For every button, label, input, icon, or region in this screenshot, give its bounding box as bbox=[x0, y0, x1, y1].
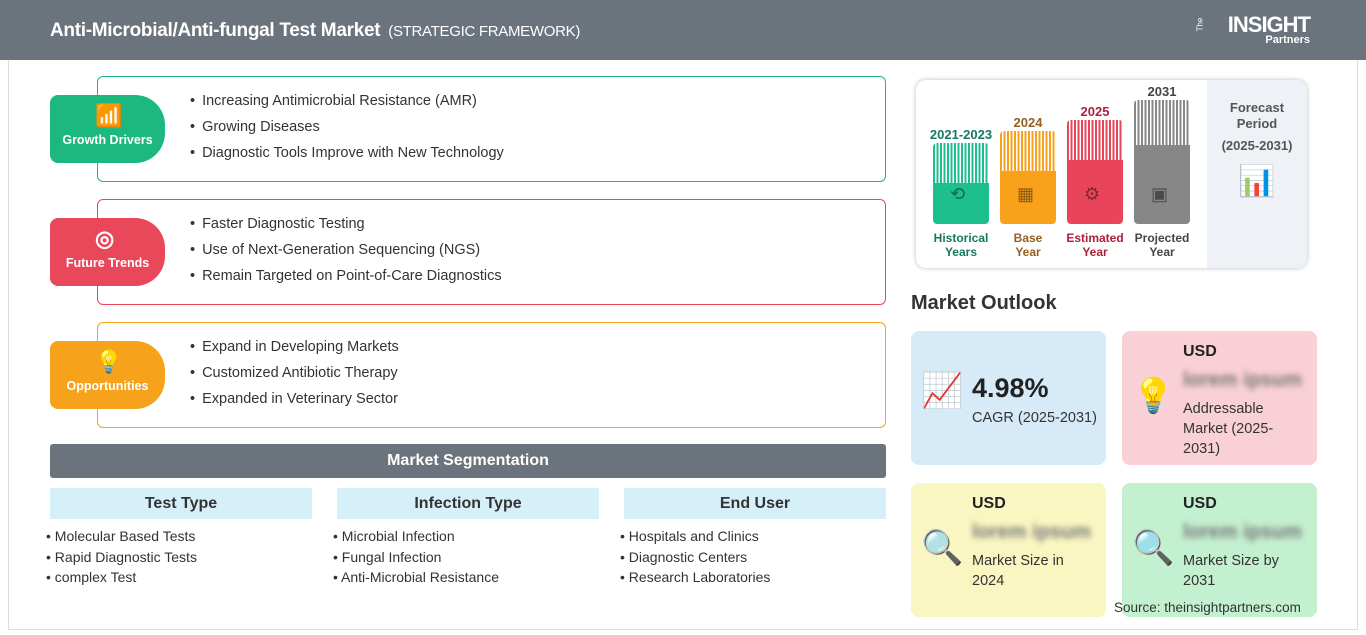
label-line: Estimated bbox=[1066, 231, 1124, 245]
segment-header: Test Type bbox=[50, 488, 312, 519]
value-blurred: lorem ipsum bbox=[972, 521, 1091, 543]
segment-item: Anti-Microbial Resistance bbox=[333, 567, 499, 588]
section-item: Expanded in Veterinary Sector bbox=[190, 391, 885, 407]
card-label: Market Size in 2024 bbox=[972, 553, 1064, 589]
magnifier-chart-icon: 🔍 bbox=[1132, 529, 1175, 567]
cagr-value: 4.98% bbox=[972, 373, 1049, 403]
growth-chart-icon: 📈 bbox=[921, 372, 964, 410]
page-title: Anti-Microbial/Anti-fungal Test Market (S… bbox=[50, 20, 580, 42]
label-line: Projected bbox=[1134, 231, 1190, 245]
section-item: Customized Antibiotic Therapy bbox=[190, 365, 885, 381]
segment-item: Hospitals and Clinics bbox=[620, 526, 770, 547]
target-icon: ◎ bbox=[95, 226, 115, 251]
timeline-year: 2024 bbox=[1013, 115, 1043, 130]
section-item: Use of Next-Generation Sequencing (NGS) bbox=[190, 242, 885, 258]
section-item: Faster Diagnostic Testing bbox=[190, 216, 885, 232]
segment-item: complex Test bbox=[46, 567, 197, 588]
section-item: Increasing Antimicrobial Resistance (AMR… bbox=[190, 93, 885, 109]
label-line: Year bbox=[1082, 245, 1108, 259]
analytics-icon: ⚙ bbox=[1084, 184, 1101, 204]
section-item: Growing Diseases bbox=[190, 119, 885, 135]
timeline-year: 2025 bbox=[1080, 104, 1110, 119]
title-text: Anti-Microbial/Anti-fungal Test Market bbox=[50, 20, 381, 41]
content-frame bbox=[8, 60, 1358, 630]
market-outlook-title: Market Outlook bbox=[911, 292, 1057, 314]
cagr-label: CAGR (2025-2031) bbox=[972, 410, 1097, 426]
forecast-label-2: Period bbox=[1236, 116, 1278, 131]
section-badge: 📶 Growth Drivers bbox=[50, 95, 165, 163]
calendar-icon: ▦ bbox=[1017, 184, 1035, 204]
timeline-bar: ▣ bbox=[1134, 100, 1190, 224]
forecast-range: (2025-2031) bbox=[1221, 138, 1293, 153]
timeline-bar: ⚙ bbox=[1067, 120, 1123, 224]
section-item: Diagnostic Tools Improve with New Techno… bbox=[190, 145, 885, 161]
segment-list: Molecular Based TestsRapid Diagnostic Te… bbox=[46, 526, 197, 588]
segment-item: Microbial Infection bbox=[333, 526, 499, 547]
section-box: Faster Diagnostic TestingUse of Next-Gen… bbox=[97, 199, 886, 305]
segment-list: Hospitals and ClinicsDiagnostic CentersR… bbox=[620, 526, 771, 588]
card-label: Market Size by 2031 bbox=[1183, 553, 1279, 589]
timeline-bar: ▦ bbox=[1000, 131, 1056, 224]
source-text[interactable]: Source: theinsightpartners.com bbox=[1114, 600, 1301, 615]
section-badge: 💡 Opportunities bbox=[50, 341, 165, 409]
cagr-card: 📈 4.98% CAGR (2025-2031) bbox=[911, 331, 1106, 465]
timeline-year: 2031 bbox=[1147, 84, 1177, 99]
segment-header: Infection Type bbox=[337, 488, 599, 519]
growth-chart-icon: 📶 bbox=[95, 103, 123, 128]
section-label: Future Trends bbox=[65, 256, 150, 270]
subtitle: (STRATEGIC FRAMEWORK) bbox=[388, 23, 581, 40]
dollar-bulb-icon: 💡 bbox=[1132, 377, 1175, 415]
segment-list: Microbial InfectionFungal InfectionAnti-… bbox=[333, 526, 499, 588]
forecast-period: Forecast Period (2025-2031) 📊 bbox=[1207, 80, 1307, 268]
segment-header: End User bbox=[624, 488, 886, 519]
timeline-bar: ⟲ bbox=[933, 143, 989, 224]
segment-item: Fungal Infection bbox=[333, 547, 499, 568]
currency: USD bbox=[972, 495, 1006, 512]
value-blurred: lorem ipsum bbox=[1183, 369, 1302, 391]
section-box: Increasing Antimicrobial Resistance (AMR… bbox=[97, 76, 886, 182]
forecast-label: Forecast bbox=[1229, 100, 1285, 115]
history-icon: ⟲ bbox=[950, 184, 966, 204]
value-blurred: lorem ipsum bbox=[1183, 521, 1302, 543]
label-line: Year bbox=[1015, 245, 1041, 259]
analytics-illustration-icon: 📊 bbox=[1238, 165, 1276, 198]
section-badge: ◎ Future Trends bbox=[50, 218, 165, 286]
section-item: Expand in Developing Markets bbox=[190, 339, 885, 355]
section-item: Remain Targeted on Point-of-Care Diagnos… bbox=[190, 268, 885, 284]
addressable-market-card: 💡 USD lorem ipsum Addressable Market (20… bbox=[1122, 331, 1317, 465]
section-label: Growth Drivers bbox=[62, 133, 153, 147]
section-box: Expand in Developing MarketsCustomized A… bbox=[97, 322, 886, 428]
segment-item: Diagnostic Centers bbox=[620, 547, 770, 568]
label-line: Year bbox=[1149, 245, 1175, 259]
lightbulb-hand-icon: 💡 bbox=[95, 349, 123, 374]
segment-item: Research Laboratories bbox=[620, 567, 771, 588]
market-size-2024-card: 🔍 USD lorem ipsum Market Size in 2024 bbox=[911, 483, 1106, 617]
card-label: Addressable Market (2025-2031) bbox=[1183, 401, 1274, 457]
segment-item: Molecular Based Tests bbox=[46, 526, 197, 547]
presentation-icon: ▣ bbox=[1151, 184, 1169, 204]
currency: USD bbox=[1183, 495, 1217, 512]
segment-item: Rapid Diagnostic Tests bbox=[46, 547, 197, 568]
magnifier-chart-icon: 🔍 bbox=[921, 529, 964, 567]
label-line: Base bbox=[1013, 231, 1043, 245]
header-bar bbox=[0, 0, 1366, 60]
label-line: Years bbox=[944, 245, 978, 259]
timeline-year: 2021-2023 bbox=[929, 127, 993, 142]
market-size-2031-card: 🔍 USD lorem ipsum Market Size by 2031 bbox=[1122, 483, 1317, 617]
label-line: Historical bbox=[933, 231, 989, 245]
currency: USD bbox=[1183, 343, 1217, 360]
section-label: Opportunities bbox=[66, 379, 149, 393]
segmentation-title: Market Segmentation bbox=[50, 444, 886, 478]
